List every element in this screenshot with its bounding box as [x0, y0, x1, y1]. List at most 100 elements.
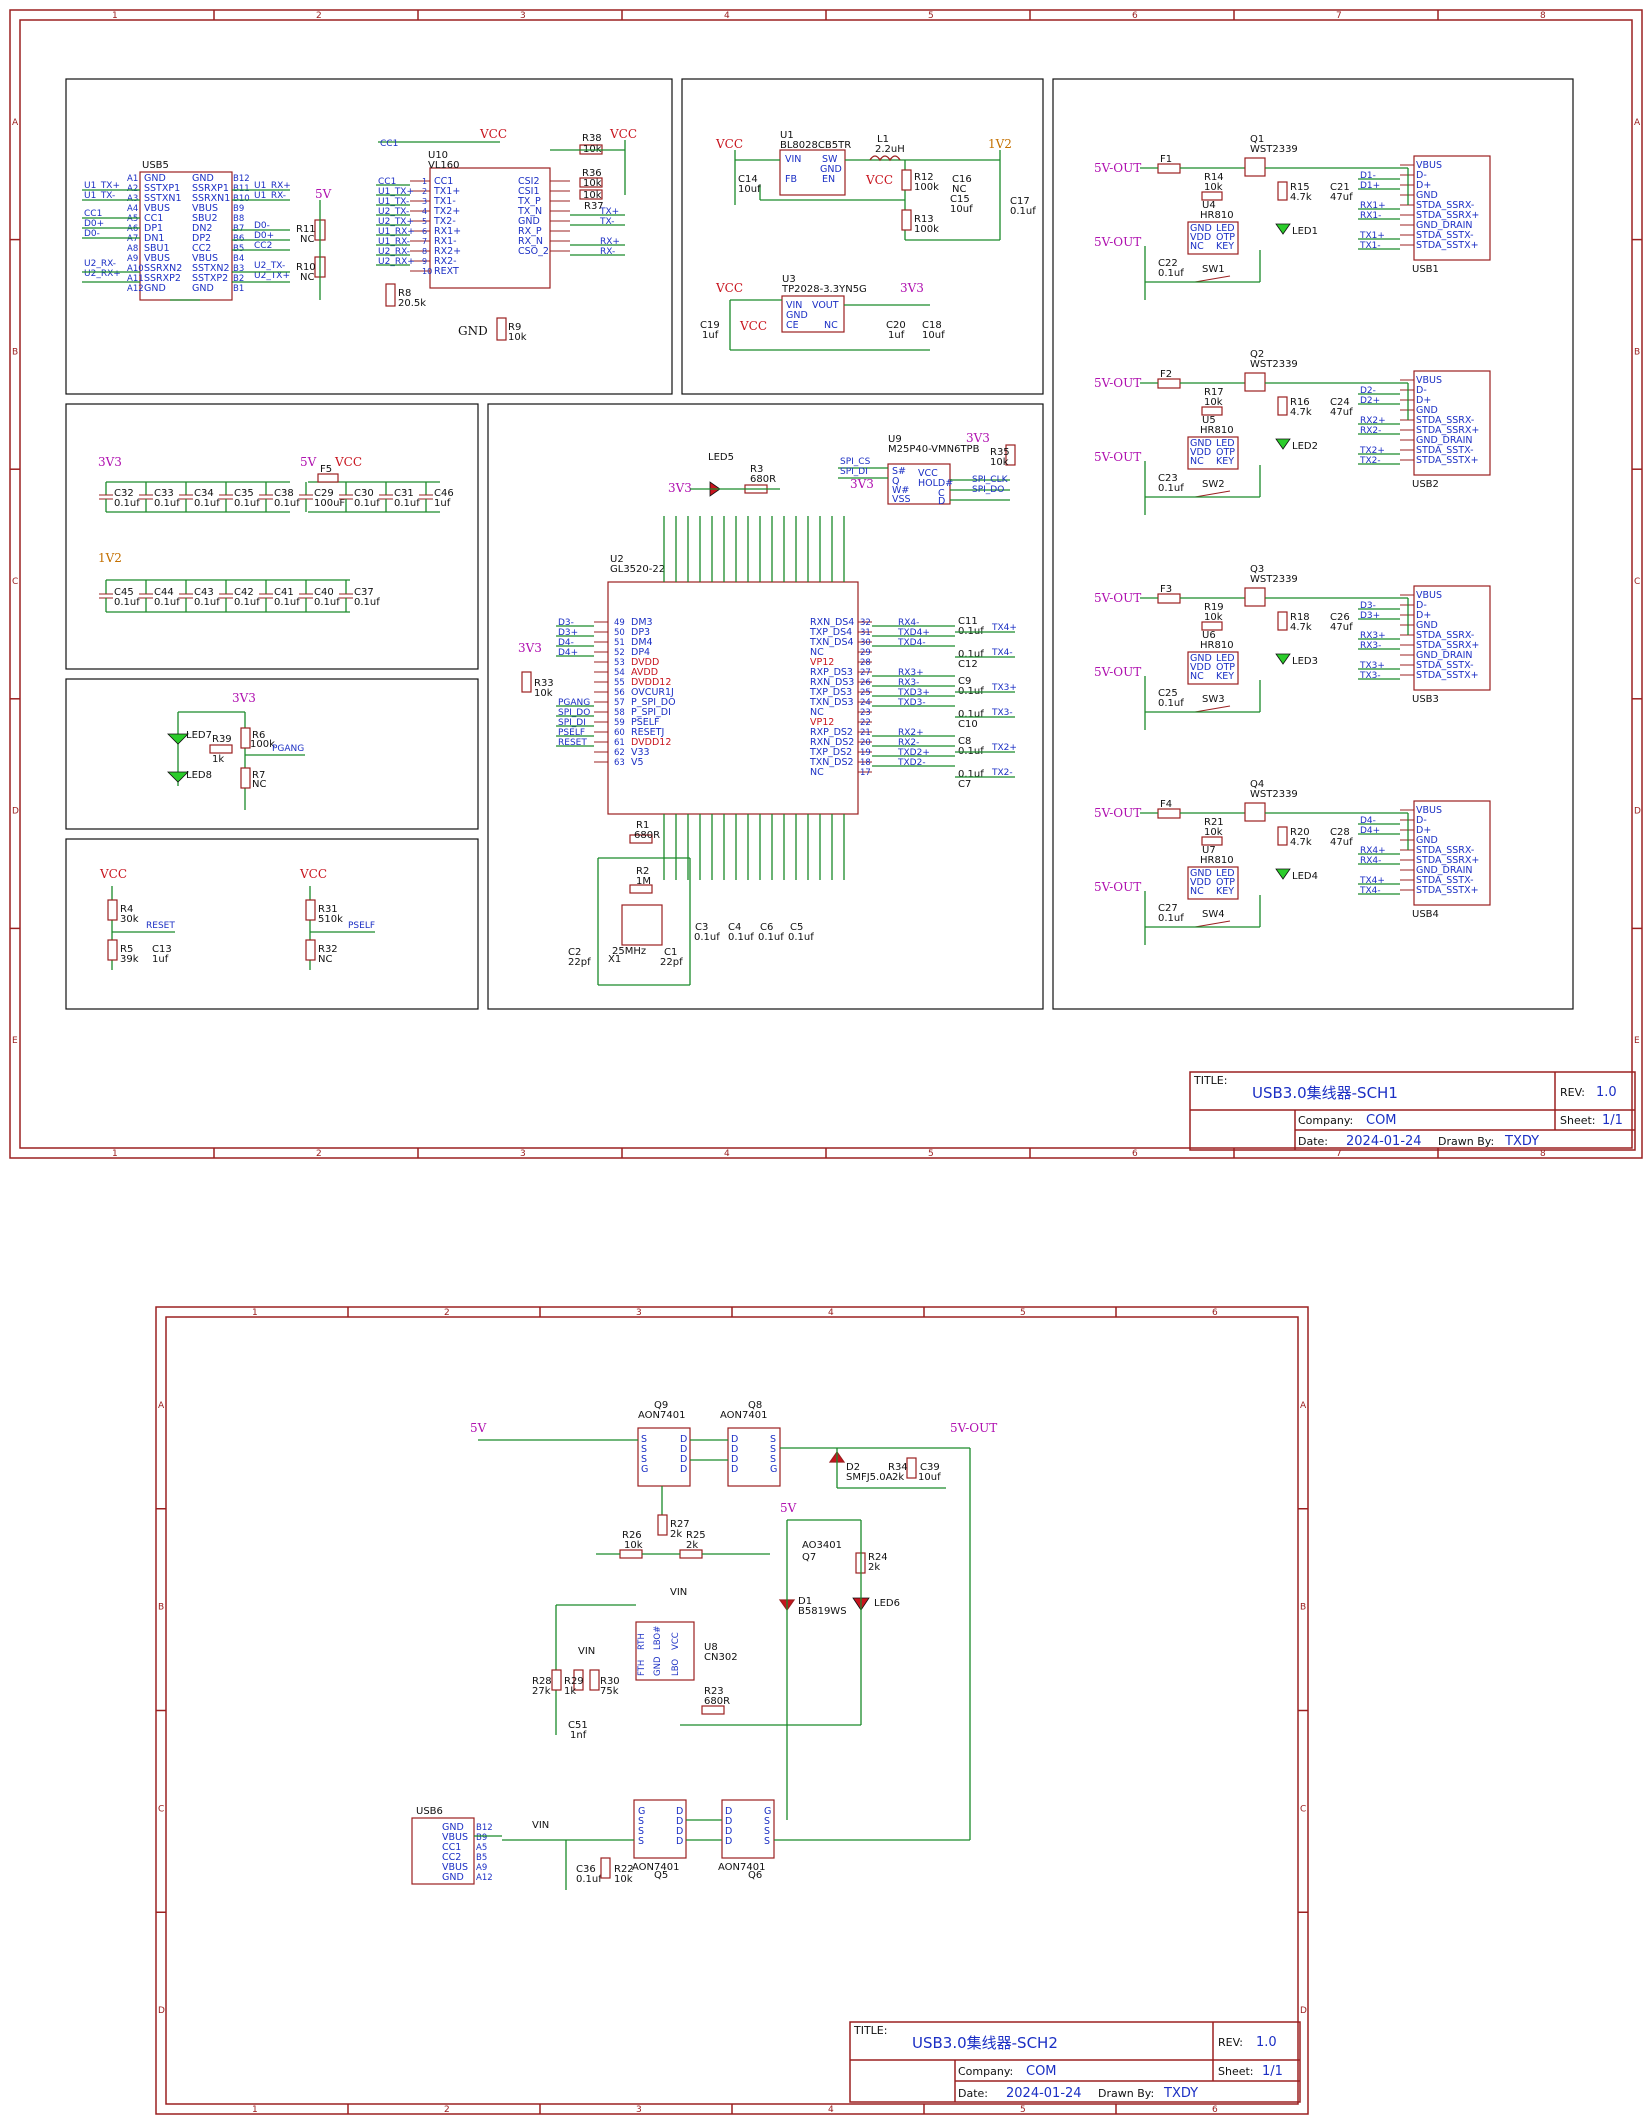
led8-icon: [167, 771, 189, 783]
svg-text:AO3401: AO3401: [802, 1540, 842, 1551]
s1-col-top: 6: [1132, 11, 1138, 21]
svg-text:3V3: 3V3: [966, 431, 990, 445]
q8-pin-d: D: [731, 1434, 738, 1445]
svg-text:R38: R38: [582, 133, 602, 144]
q8-pin: G: [770, 1464, 777, 1475]
s2-row-right: B: [1300, 1603, 1306, 1613]
u-ref: U6: [1202, 630, 1216, 641]
u2-pin-num-left: 49: [614, 618, 625, 628]
s1-row-left: E: [12, 1036, 18, 1046]
svg-text:Date:: Date:: [958, 2087, 988, 2100]
usb-port-net: RX1+: [1360, 201, 1386, 211]
q-ref: Q3: [1250, 564, 1264, 575]
svg-text:10k: 10k: [624, 1540, 643, 1551]
usb6-pin: VBUS: [442, 1862, 468, 1873]
svg-text:10uf: 10uf: [922, 330, 945, 341]
usb-port-net: D4-: [1360, 816, 1376, 826]
cap-ref: C35: [234, 488, 254, 499]
usb-port-pin: D-: [1416, 600, 1427, 611]
svg-text:R11: R11: [296, 224, 316, 235]
usb5-pin-right: CC2: [192, 243, 211, 254]
q-value: WST2339: [1250, 359, 1298, 370]
svg-text:0.1uf: 0.1uf: [1010, 206, 1036, 217]
usb5-pin-num-right: B3: [233, 264, 244, 274]
u10-pin-left: RX2+: [434, 246, 461, 257]
u2-pin-right: RXP_DS2: [810, 727, 853, 738]
usb-port-pin: GND: [1416, 620, 1438, 631]
hr810-pin-left: NC: [1190, 241, 1204, 252]
cap-value: 0.1uf: [274, 498, 300, 509]
svg-text:39k: 39k: [120, 954, 139, 965]
svg-text:R29: R29: [564, 1676, 584, 1687]
svg-text:M25P40-VMN6TPB: M25P40-VMN6TPB: [888, 444, 980, 455]
u10-vcc2-label: VCC: [609, 127, 637, 141]
u2-net-right: TXD4-: [897, 638, 926, 648]
cap-ref: C27: [1158, 903, 1178, 914]
u8-pin: VCC: [671, 1632, 681, 1650]
s1-col-top: 7: [1336, 11, 1342, 21]
u2-net-left: D3+: [558, 628, 578, 638]
usb-port-net: D1+: [1360, 181, 1380, 191]
svg-text:R36: R36: [582, 168, 602, 179]
u2-cap-net: TX3+: [991, 683, 1017, 693]
u2-pin-num-left: 61: [614, 738, 625, 748]
u10-net-right: TX-: [599, 217, 614, 227]
hr810-pin-right: LED: [1216, 223, 1235, 234]
u10-pin-num: 9: [422, 257, 427, 266]
q8-pin-d: D: [731, 1464, 738, 1475]
cap-ref: C45: [114, 587, 134, 598]
usb5-pin-num-left: A11: [127, 274, 144, 284]
hr810-pin-right: LED: [1216, 653, 1235, 664]
svg-text:R9: R9: [508, 322, 521, 333]
q5-pin: S: [638, 1836, 644, 1847]
cap-ref: C29: [314, 488, 334, 499]
u2-pin-left: DVDD12: [631, 737, 671, 748]
s1-col-bot: 7: [1336, 1149, 1342, 1159]
u2-pin-num-right: 26: [860, 678, 871, 688]
cap-value: 47uf: [1330, 837, 1353, 848]
u10-net-left: U1_RX-: [378, 237, 410, 247]
svg-text:U1: U1: [780, 130, 794, 141]
q5-pin-d: D: [676, 1806, 683, 1817]
usb5-pin-num-right: B4: [233, 254, 244, 264]
svg-text:FB: FB: [785, 174, 797, 185]
cap-value: 0.1uf: [354, 498, 380, 509]
s2-row-right: D: [1300, 2006, 1307, 2016]
cap-value: 0.1uf: [194, 597, 220, 608]
sw-ref: SW2: [1202, 479, 1225, 490]
svg-text:TXDY: TXDY: [1163, 2086, 1198, 2101]
svg-text:R7: R7: [252, 770, 265, 781]
svg-text:Q6: Q6: [748, 1870, 762, 1881]
hr810-pin-left: NC: [1190, 456, 1204, 467]
s2-col-bot: 6: [1212, 2105, 1218, 2115]
s1-col-bot: 6: [1132, 1149, 1138, 1159]
u2-pin-num-right: 28: [860, 658, 871, 668]
l1-inductor: L1 2.2uH: [869, 134, 905, 162]
u2-pin-right: VP12: [810, 717, 834, 728]
svg-text:LED8: LED8: [186, 770, 212, 781]
s1-row-right: E: [1634, 1036, 1640, 1046]
q8-pin: S: [770, 1434, 776, 1445]
usb-port-net: D3+: [1360, 611, 1380, 621]
u2-cap-ref: C12: [958, 659, 978, 670]
u2-pin-left: AVDD: [631, 667, 658, 678]
usb-port-pin: STDA_SSTX-: [1416, 660, 1474, 671]
sw-ref: SW4: [1202, 909, 1225, 920]
q6-pin: S: [764, 1826, 770, 1837]
svg-text:R2: R2: [636, 866, 649, 877]
q8-pin-d: D: [731, 1454, 738, 1465]
usb-port-net: RX2-: [1360, 426, 1381, 436]
s2-row-left: C: [158, 1804, 164, 1814]
svg-text:0.1uf: 0.1uf: [576, 1874, 602, 1885]
svg-text:C16: C16: [952, 174, 972, 185]
u10-pin-num: 5: [422, 217, 427, 226]
u2-pin-right: TXP_DS3: [809, 687, 852, 698]
svg-text:C13: C13: [152, 944, 172, 955]
u-ref: U7: [1202, 845, 1216, 856]
u10-pin-num: 2: [422, 187, 427, 196]
usb5-pin-left: SBU1: [144, 243, 170, 254]
u10-net-left: U1_TX-: [378, 197, 409, 207]
u2-pin-num-left: 52: [614, 648, 625, 658]
usb5-net-left: U2_RX-: [84, 259, 116, 269]
svg-text:R22: R22: [614, 1864, 634, 1875]
